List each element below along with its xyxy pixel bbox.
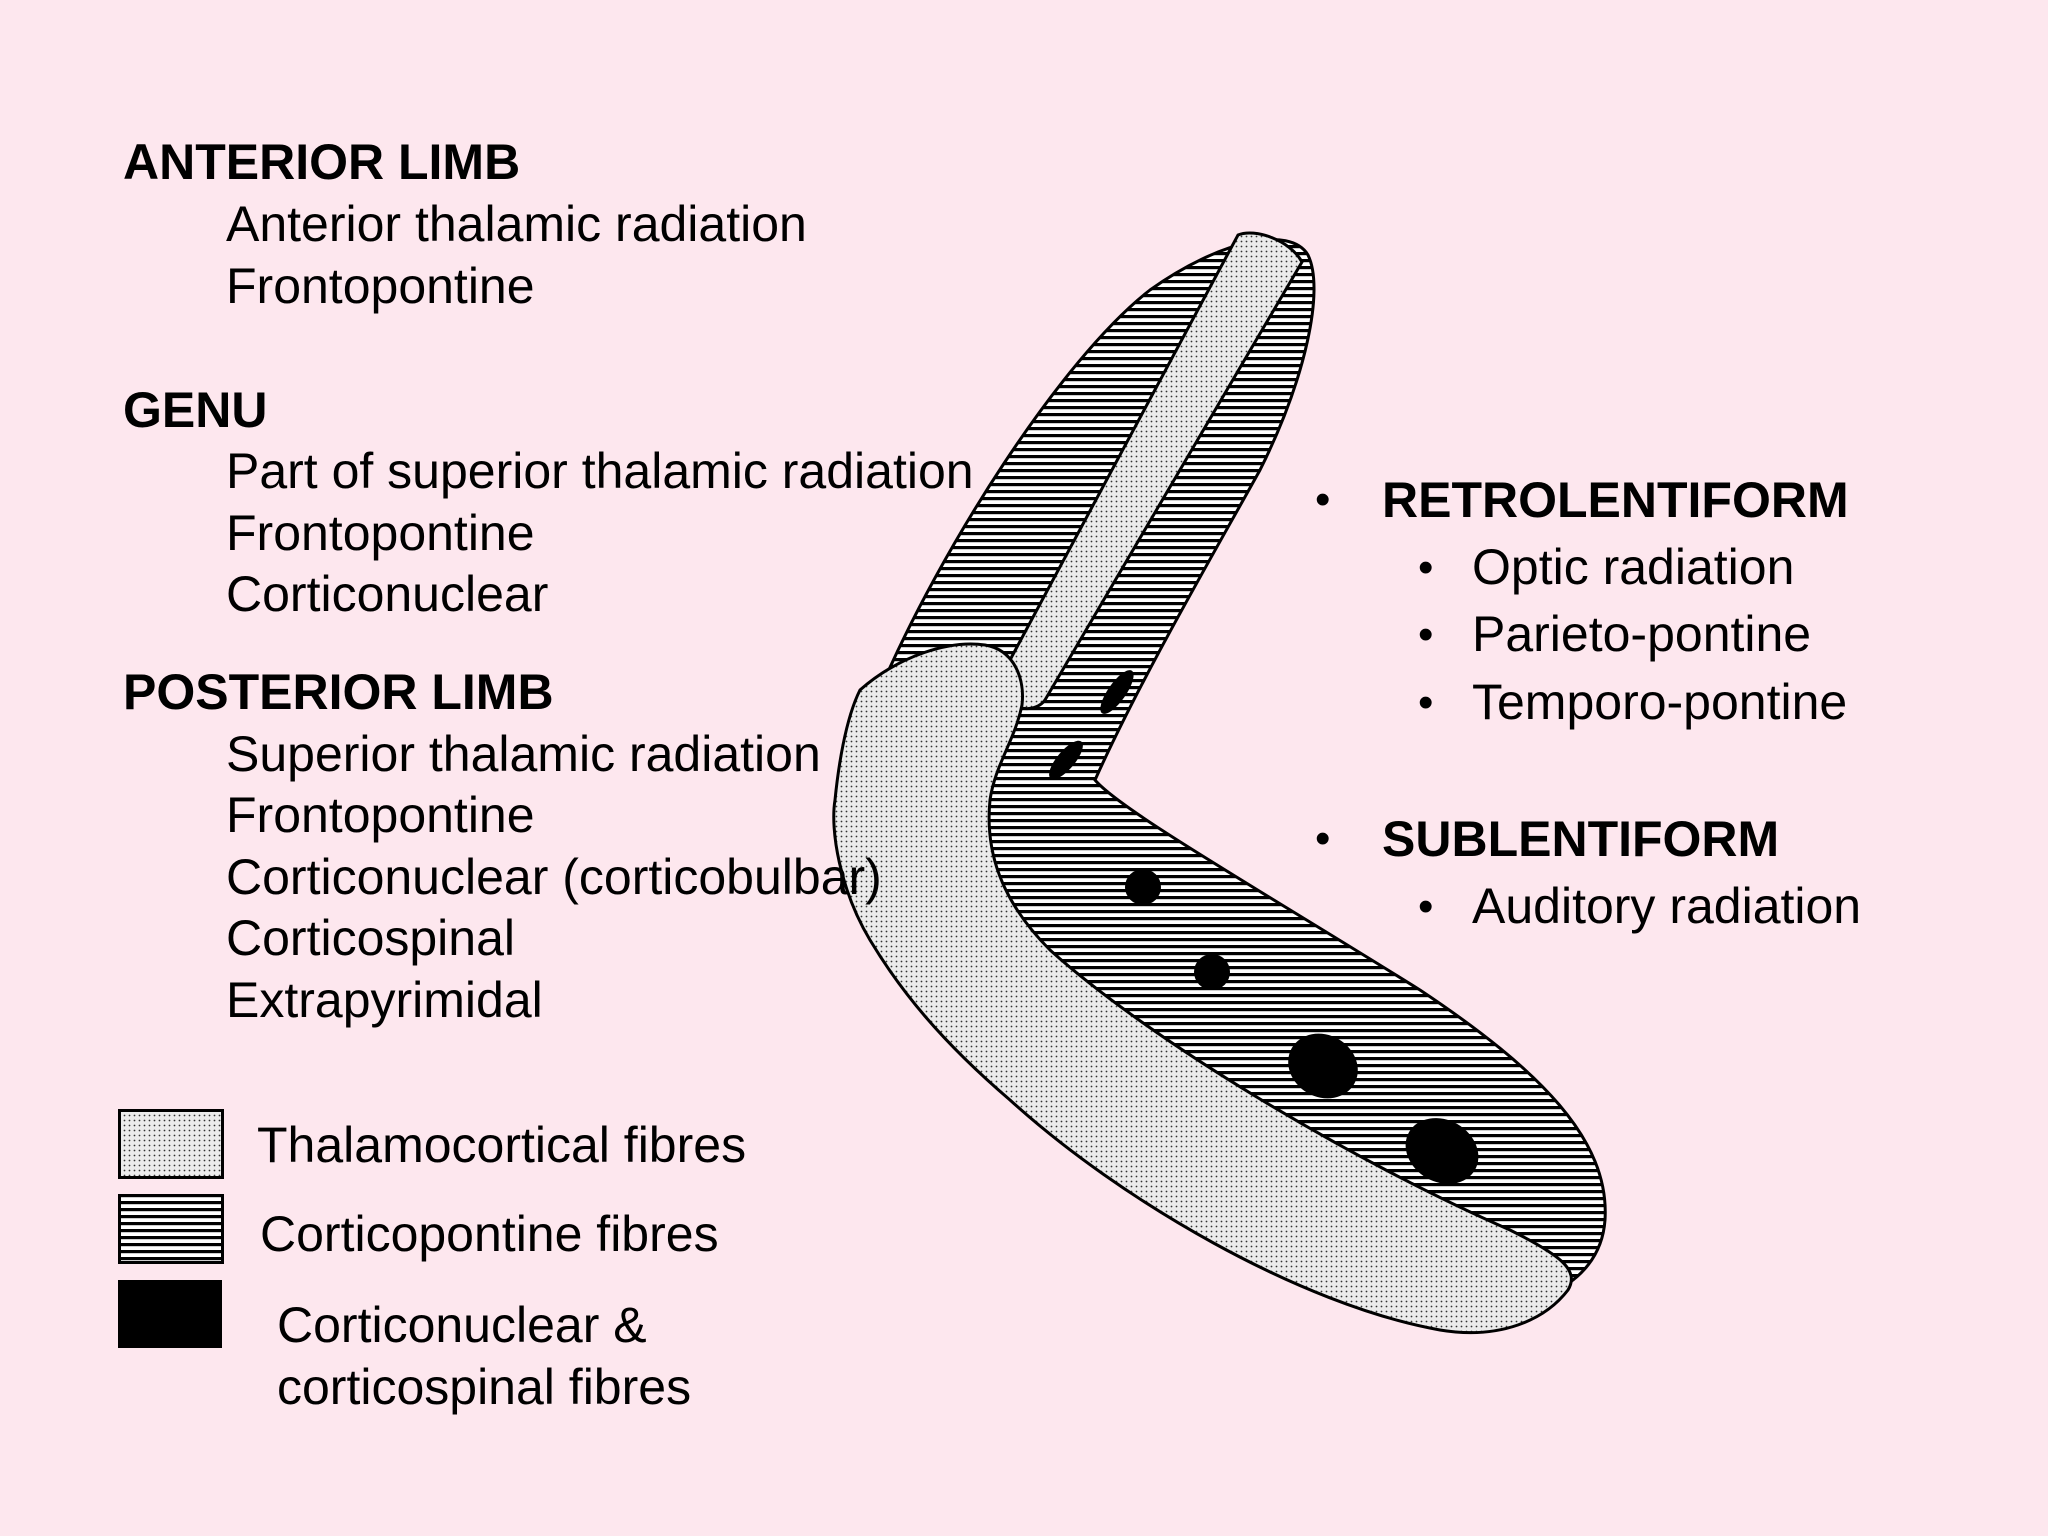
retrolentiform-item: Temporo-pontine <box>1472 674 1848 730</box>
temporo-pontine-bullet: • <box>1418 678 1434 727</box>
sublentiform-bullet: • <box>1315 814 1331 863</box>
legend-label-corticonuclear-line2: corticospinal fibres <box>277 1359 692 1415</box>
posterior-limb-item: Frontopontine <box>226 787 535 843</box>
anterior-limb-item: Frontopontine <box>226 258 535 314</box>
corticospinal-mark-4 <box>1405 1118 1479 1184</box>
retrolentiform-heading: RETROLENTIFORM <box>1382 472 1849 528</box>
retrolentiform-item: Optic radiation <box>1472 539 1795 595</box>
parieto-pontine-bullet: • <box>1418 610 1434 659</box>
corticospinal-mark-2 <box>1194 954 1230 990</box>
corticospinal-mark-3 <box>1288 1033 1358 1099</box>
sublentiform-heading: SUBLENTIFORM <box>1382 811 1780 867</box>
legend-label-corticopontine: Corticopontine fibres <box>260 1206 719 1262</box>
posterior-limb-item: Corticospinal <box>226 910 516 966</box>
optic-radiation-bullet: • <box>1418 543 1434 592</box>
retrolentiform-item: Parieto-pontine <box>1472 606 1812 662</box>
posterior-limb-heading: POSTERIOR LIMB <box>123 664 554 720</box>
retrolentiform-bullet: • <box>1315 475 1331 524</box>
auditory-radiation-bullet: • <box>1418 882 1434 931</box>
thalamocortical-region <box>832 642 1573 1335</box>
posterior-limb-item: Extrapyrimidal <box>226 972 543 1028</box>
genu-item: Part of superior thalamic radiation <box>226 443 974 499</box>
posterior-limb-item: Corticonuclear (corticobulbar) <box>226 849 882 905</box>
anterior-limb-heading: ANTERIOR LIMB <box>123 134 521 190</box>
legend-swatch-corticonuclear <box>118 1280 222 1348</box>
legend-swatch-thalamocortical <box>118 1109 224 1179</box>
corticospinal-mark-1 <box>1125 869 1161 905</box>
genu-item: Corticonuclear <box>226 566 549 622</box>
anterior-limb-item: Anterior thalamic radiation <box>226 196 807 252</box>
corticonuclear-mark-2 <box>1049 740 1083 780</box>
genu-heading: GENU <box>123 382 268 438</box>
legend-swatch-corticopontine <box>118 1194 224 1264</box>
corticonuclear-mark-1 <box>1100 670 1134 714</box>
legend-label-thalamocortical: Thalamocortical fibres <box>257 1117 747 1173</box>
legend-label-corticonuclear-line1: Corticonuclear & <box>277 1297 647 1353</box>
posterior-limb-item: Superior thalamic radiation <box>226 726 821 782</box>
genu-item: Frontopontine <box>226 505 535 561</box>
sublentiform-item: Auditory radiation <box>1472 878 1862 934</box>
